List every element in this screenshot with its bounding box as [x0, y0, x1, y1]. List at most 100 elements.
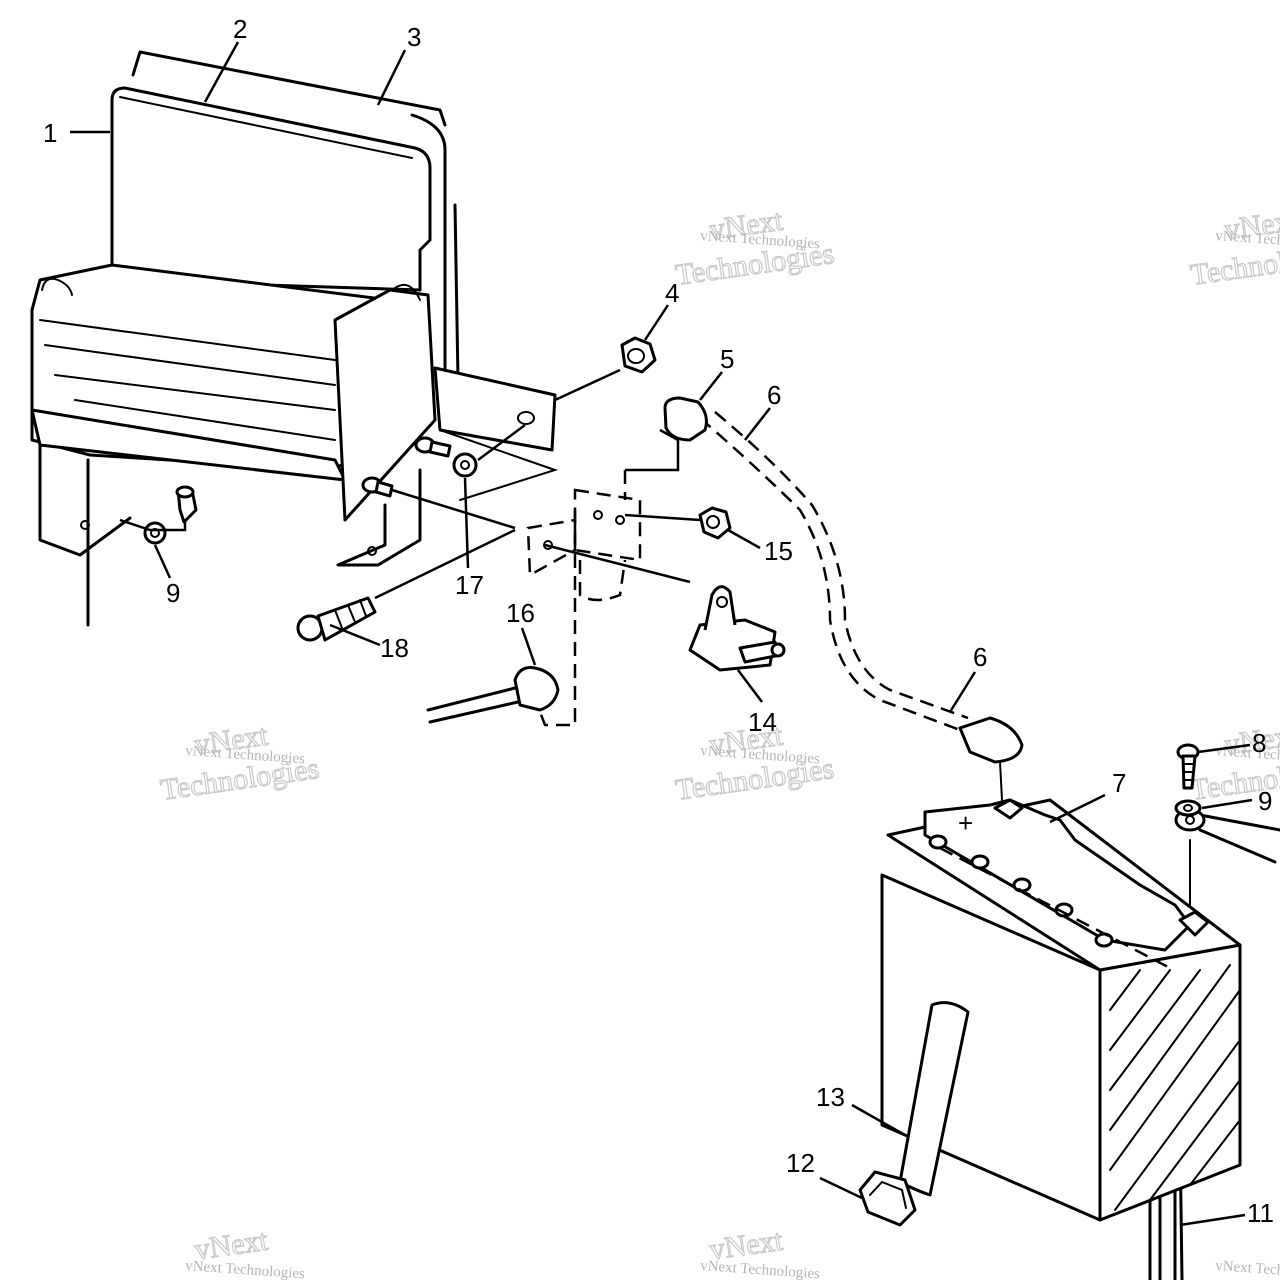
leader-13 [851, 1103, 906, 1137]
washer-9 [1174, 799, 1202, 817]
cable-end-terminal [513, 666, 560, 712]
buckle-inner [869, 1180, 907, 1209]
leader-6a [744, 407, 771, 441]
side-plate-hook [394, 284, 421, 301]
screw [361, 476, 394, 498]
watermark-text: vNext Technologies [700, 1258, 821, 1280]
leader-9a [153, 544, 172, 579]
callout-18: 18 [380, 633, 409, 663]
callout-8: 8 [1252, 728, 1266, 758]
mounting-bar-edge [439, 429, 559, 501]
nut-15 [698, 506, 732, 540]
leader-3 [376, 49, 407, 106]
tray-clip [41, 277, 73, 296]
callout-12: 12 [786, 1148, 815, 1178]
small-bolt [175, 485, 198, 524]
rear-strap [410, 113, 447, 382]
leader-16 [520, 627, 537, 666]
hardware [119, 336, 786, 727]
assembly-line [119, 518, 187, 532]
assembly-line [374, 528, 516, 600]
assembly-line [554, 368, 621, 402]
ground-lead [1174, 808, 1280, 906]
battery-cable-6 [625, 396, 1024, 801]
leader-6b [948, 671, 977, 713]
callout-3: 3 [407, 22, 421, 52]
tray-leg-left [38, 443, 132, 557]
leader-12 [819, 1176, 863, 1200]
callout-9a: 9 [166, 578, 180, 608]
leg-mount-hole [80, 520, 90, 530]
leader-11 [1179, 1213, 1246, 1227]
callout-labels: 1 2 3 4 5 6 6 7 8 9 9 11 12 13 14 15 16 … [43, 14, 1274, 1228]
leader-9b [1201, 798, 1253, 810]
vent-cap [1094, 932, 1114, 948]
callout-2: 2 [233, 14, 247, 44]
callout-6a: 6 [767, 380, 781, 410]
callout-16: 16 [506, 598, 535, 628]
positive-terminal [993, 798, 1024, 820]
relay-14 [688, 585, 786, 672]
callout-leaders [70, 41, 1253, 1227]
battery-box-assembly [30, 50, 559, 627]
callout-5: 5 [720, 344, 734, 374]
leader-4 [643, 304, 670, 341]
callout-4: 4 [665, 278, 679, 308]
vent-cap [928, 834, 948, 850]
assembly-line [477, 423, 526, 462]
screw [414, 436, 452, 458]
cable-end-terminal [958, 716, 1024, 764]
leader-8 [1197, 743, 1251, 754]
callout-17: 17 [455, 570, 484, 600]
tray-rib [54, 374, 336, 411]
leader-17 [463, 477, 470, 569]
assembly-line [544, 543, 691, 584]
leg-mount-hole [367, 546, 377, 556]
leader-14 [737, 669, 763, 703]
tray-rib [74, 399, 336, 441]
tray-rib [39, 319, 336, 361]
leader-5 [699, 371, 723, 401]
watermark-text: vNext Technologies [185, 1258, 306, 1280]
cable-end-connector [625, 428, 680, 472]
callout-7: 7 [1112, 768, 1126, 798]
star-washer-9 [143, 521, 167, 545]
hold-down-strap [858, 1001, 970, 1227]
star-washer-17 [452, 452, 478, 478]
cover-bracket-outline [131, 50, 447, 127]
callout-13: 13 [816, 1082, 845, 1112]
callout-6b: 6 [973, 642, 987, 672]
leader-7 [1049, 793, 1106, 824]
leader-15 [727, 528, 761, 550]
mount-block-dashed [526, 470, 642, 727]
negative-terminal [1178, 910, 1210, 937]
vent-cap [1012, 877, 1032, 893]
hex-nut-4 [620, 336, 657, 374]
callout-14: 14 [748, 707, 777, 737]
cable-16 [426, 666, 560, 724]
cover-plate [110, 86, 432, 292]
strap-buckle-12 [858, 1170, 917, 1227]
terminal-post-line [999, 761, 1003, 801]
vent-cap [1054, 902, 1074, 918]
positive-terminal-mark: + [958, 808, 973, 838]
mounting-bar [433, 366, 557, 452]
tray-rib [44, 344, 336, 386]
callout-9b: 9 [1258, 786, 1272, 816]
leader-2 [203, 41, 240, 103]
tray-leg-right [336, 468, 422, 567]
tray-side-plate [333, 288, 437, 522]
mounting-bar-hole [517, 411, 535, 425]
callout-11: 11 [1247, 1198, 1274, 1228]
callout-15: 15 [764, 536, 793, 566]
cable-end-terminal [663, 396, 708, 442]
watermark-text: vNext Technologies [1215, 1258, 1280, 1280]
battery-side [1098, 943, 1242, 1222]
battery-side-hatch [1109, 964, 1241, 1211]
callout-1: 1 [43, 118, 57, 148]
assembly-line [624, 513, 701, 522]
cover-edge [119, 96, 413, 159]
leader-18 [329, 623, 381, 647]
rear-strap-edge [453, 203, 460, 382]
